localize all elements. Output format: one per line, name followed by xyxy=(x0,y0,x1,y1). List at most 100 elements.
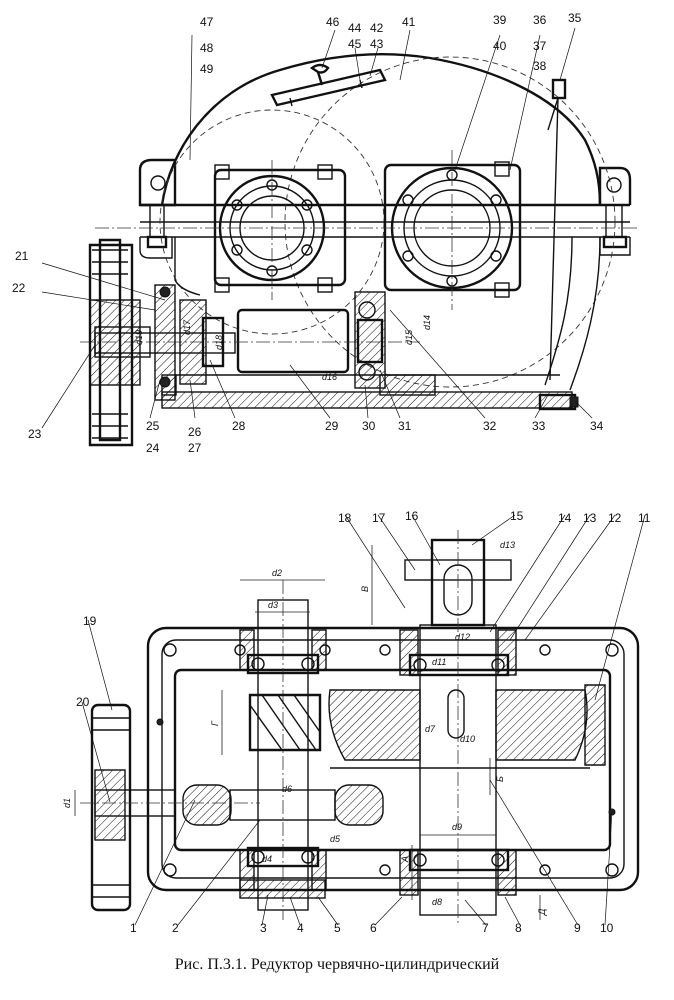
dim-d14: d14 xyxy=(422,315,432,330)
dim-d10: d10 xyxy=(460,734,475,744)
top-leaders xyxy=(41,27,593,429)
callout-34: 34 xyxy=(590,419,604,433)
callout-33: 33 xyxy=(532,419,546,433)
callout-38: 38 xyxy=(533,59,547,73)
callout-10: 10 xyxy=(600,921,614,935)
dim-d7: d7 xyxy=(425,724,436,734)
callout-8: 8 xyxy=(515,921,522,935)
callout-49: 49 xyxy=(200,62,214,76)
callout-25: 25 xyxy=(146,419,160,433)
callout-28: 28 xyxy=(232,419,246,433)
housing-cover xyxy=(160,53,602,206)
pulley-plan xyxy=(80,703,260,912)
dim-d3: d3 xyxy=(268,600,278,610)
callout-19: 19 xyxy=(83,614,97,628)
dim-d4: d4 xyxy=(262,854,272,864)
dim-d16: d16 xyxy=(322,372,337,382)
callout-41: 41 xyxy=(402,15,416,29)
dim-d17: d17 xyxy=(182,319,192,335)
dim-d2: d2 xyxy=(272,568,282,578)
callout-4: 4 xyxy=(297,921,304,935)
dim-d19: d19 xyxy=(134,330,144,345)
output-shaft xyxy=(328,530,606,925)
callout-31: 31 xyxy=(398,419,412,433)
callout-20: 20 xyxy=(76,695,90,709)
callout-24: 24 xyxy=(146,441,160,455)
dim-d18: d18 xyxy=(214,335,224,350)
callout-48: 48 xyxy=(200,41,214,55)
callout-1: 1 xyxy=(130,921,137,935)
callout-43: 43 xyxy=(370,37,384,51)
dim-d1: d1 xyxy=(62,798,72,808)
callout-42: 42 xyxy=(370,21,384,35)
dim-d5: d5 xyxy=(330,834,341,844)
v-belt-pulley xyxy=(88,238,151,447)
dim-d13: d13 xyxy=(500,540,515,550)
dim-d15: d15 xyxy=(404,329,414,345)
left-bearing-cap xyxy=(213,164,347,293)
callout-39: 39 xyxy=(493,13,507,27)
dim-A: A xyxy=(400,856,410,863)
callout-5: 5 xyxy=(334,921,341,935)
oil-dipstick xyxy=(547,78,567,381)
dim-G: Г xyxy=(210,720,220,726)
intermediate-shaft xyxy=(239,580,327,920)
callout-14: 14 xyxy=(558,511,572,525)
dim-D: Д xyxy=(537,908,547,916)
callout-45: 45 xyxy=(348,37,362,51)
dim-d9: d9 xyxy=(452,822,462,832)
pinion-gear xyxy=(182,784,384,826)
callout-36: 36 xyxy=(533,13,547,27)
callout-15: 15 xyxy=(510,509,524,523)
callout-7: 7 xyxy=(482,921,489,935)
dim-d11: d11 xyxy=(432,657,446,667)
callout-35: 35 xyxy=(568,11,582,25)
right-flange-lug xyxy=(598,166,632,205)
left-flange-lug xyxy=(138,158,177,207)
callout-6: 6 xyxy=(370,921,377,935)
callout-26: 26 xyxy=(188,425,202,439)
callout-12: 12 xyxy=(608,511,622,525)
dim-d6: d6 xyxy=(282,784,292,794)
callout-46: 46 xyxy=(326,15,340,29)
callout-22: 22 xyxy=(12,281,26,295)
callout-3: 3 xyxy=(260,921,267,935)
callout-30: 30 xyxy=(362,419,376,433)
bottom-dimensions: d2 d3 d13 B d12 d11 d7 d10 Г Б d6 d1 d9 … xyxy=(62,540,547,916)
figure-caption: Рис. П.3.1. Редуктор червячно-цилиндриче… xyxy=(174,956,500,973)
callout-27: 27 xyxy=(188,441,202,455)
callout-40: 40 xyxy=(493,39,507,53)
callout-18: 18 xyxy=(338,511,352,525)
callout-21: 21 xyxy=(15,249,29,263)
input-shaft xyxy=(80,284,420,401)
callout-32: 32 xyxy=(483,419,497,433)
bottom-callouts: 18 17 16 15 14 13 12 11 19 20 1 2 3 4 5 … xyxy=(76,509,651,935)
callout-9: 9 xyxy=(574,921,581,935)
bottom-leaders xyxy=(81,514,646,926)
callout-16: 16 xyxy=(405,509,419,523)
dim-B: B xyxy=(360,586,370,592)
callout-47: 47 xyxy=(200,15,214,29)
right-bearing-cap xyxy=(383,161,522,298)
inspection-cover xyxy=(270,63,387,107)
callout-13: 13 xyxy=(583,511,597,525)
top-dimensions: d19 d17 d18 d16 d15 d14 xyxy=(134,315,432,382)
callout-37: 37 xyxy=(533,39,547,53)
dim-Bsmall: Б xyxy=(495,776,505,782)
callout-23: 23 xyxy=(28,427,42,441)
callout-29: 29 xyxy=(325,419,339,433)
dimension-lines xyxy=(74,545,541,920)
plan-section-view xyxy=(74,514,646,926)
dim-d8: d8 xyxy=(432,897,442,907)
top-callouts: 47 48 49 46 44 45 42 43 41 39 40 36 37 3… xyxy=(12,11,604,455)
lower-housing xyxy=(161,236,601,411)
callout-17: 17 xyxy=(372,511,386,525)
wheel-pitch-circle xyxy=(284,56,616,388)
side-elevation-view xyxy=(41,27,640,447)
callout-44: 44 xyxy=(348,21,362,35)
housing-outline xyxy=(146,626,640,892)
callout-11: 11 xyxy=(638,511,651,525)
callout-2: 2 xyxy=(172,921,179,935)
dim-d12: d12 xyxy=(455,632,470,642)
